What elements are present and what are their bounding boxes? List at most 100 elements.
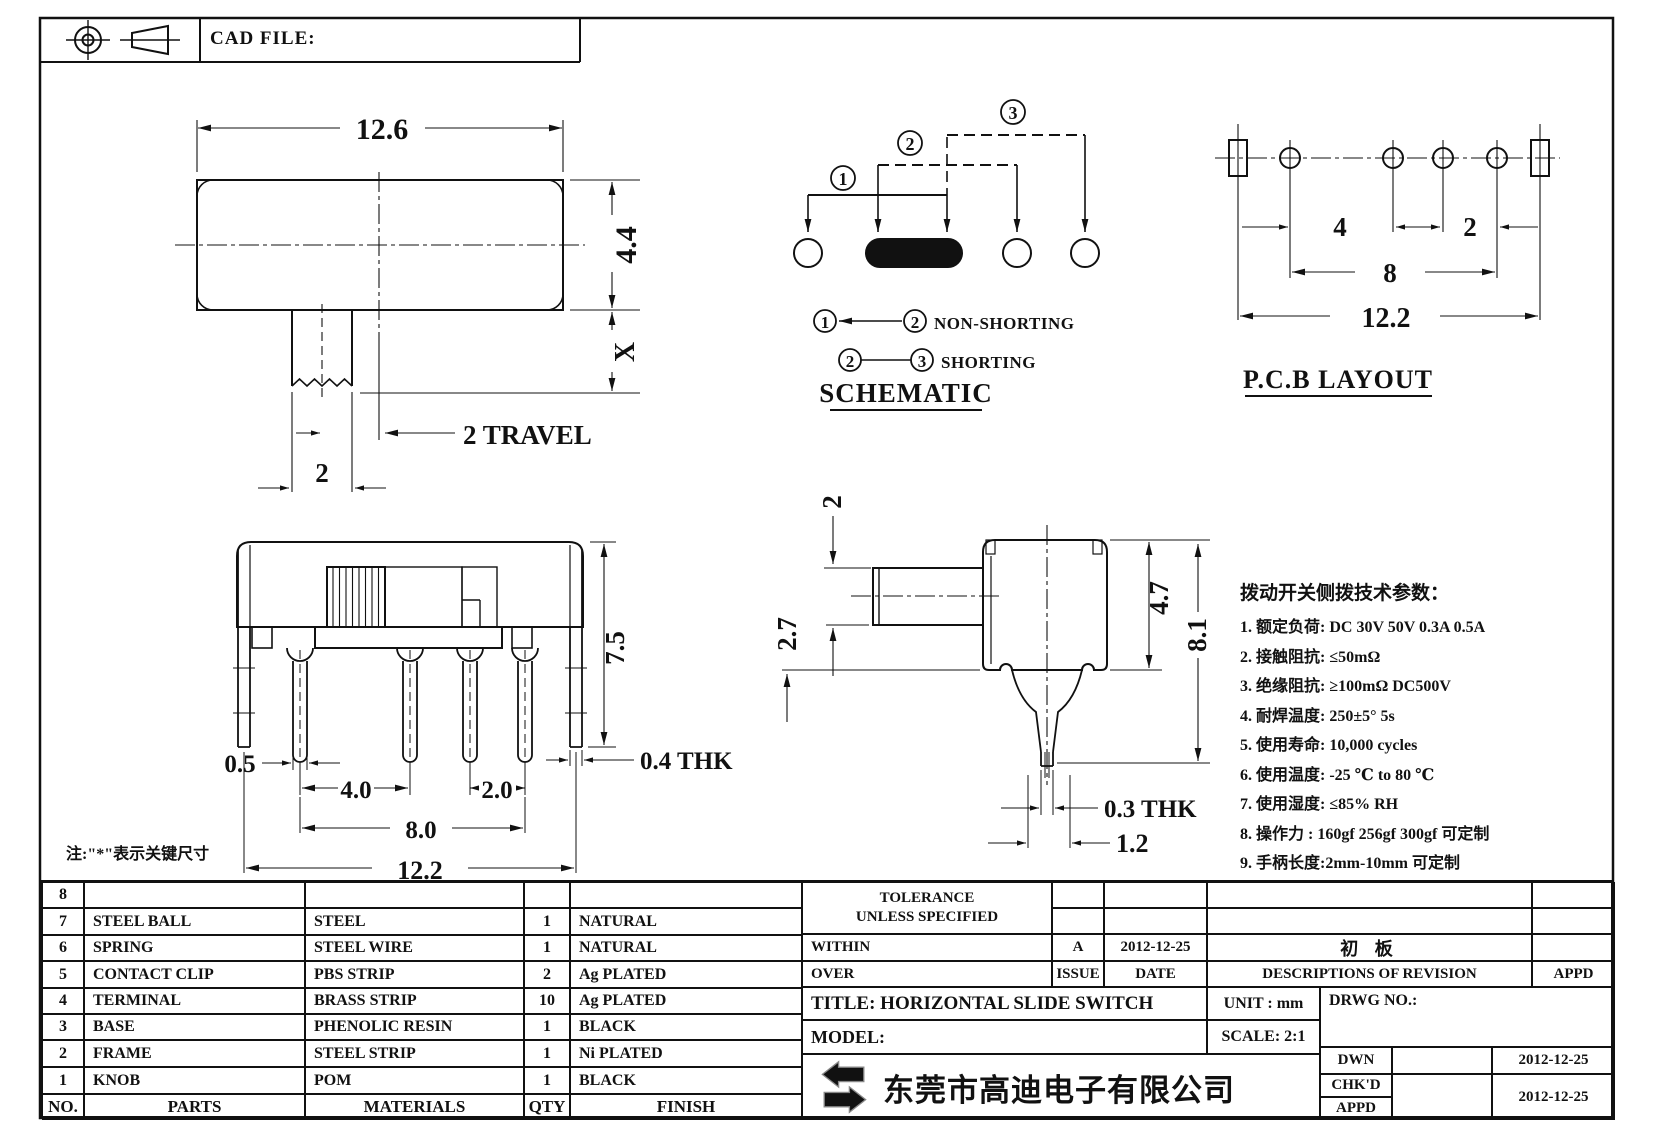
appd-col-header: APPD <box>1532 961 1615 987</box>
legend2-a: 2 <box>846 352 855 371</box>
company-name: 东莞市高迪电子有限公司 <box>883 1072 1235 1108</box>
row-qty: 10 <box>524 988 570 1014</box>
tech-spec-item: 8. 操作力 : 160gf 256gf 300gf 可定制 <box>1240 825 1490 843</box>
row-finish: NATURAL <box>570 935 802 961</box>
row-finish: NATURAL <box>570 908 802 935</box>
empty-cell <box>1052 882 1104 908</box>
row-finish: Ag PLATED <box>570 961 802 988</box>
dim-top-knob: 2 <box>315 458 329 488</box>
projection-symbol-icon <box>66 20 180 60</box>
row-material <box>305 882 524 908</box>
row-part: SPRING <box>84 935 305 961</box>
tech-spec-item: 5. 使用寿命: 10,000 cycles <box>1240 737 1418 754</box>
pcb-dim-2: 2 <box>1463 212 1477 242</box>
tolerance-line2: UNLESS SPECIFIED <box>855 909 999 925</box>
front-dim-thk: 0.4 THK <box>640 748 733 775</box>
model-cell: MODEL: <box>802 1020 1207 1054</box>
tech-spec-item: 7. 使用湿度: ≤85% RH <box>1240 796 1399 813</box>
row-no: 7 <box>42 908 84 935</box>
col-header-materials: MATERIALS <box>305 1094 524 1120</box>
balloon-3: 3 <box>1009 103 1018 123</box>
title-cell: TITLE: HORIZONTAL SLIDE SWITCH <box>802 987 1207 1020</box>
pcb-dim-total: 12.2 <box>1362 303 1411 334</box>
side-dim-thk: 0.3 THK <box>1104 796 1197 823</box>
row-material: BRASS STRIP <box>305 988 524 1014</box>
schematic-view <box>793 99 1100 411</box>
pcb-dim-8: 8 <box>1383 258 1397 288</box>
tech-spec-item: 2. 接触阻抗: ≤50mΩ <box>1240 648 1381 666</box>
drwg-no-cell: DRWG NO.: <box>1320 987 1615 1047</box>
key-dimension-note: 注:"*"表示关键尺寸 <box>66 846 210 863</box>
row-no: 8 <box>42 882 84 908</box>
over-cell: OVER <box>802 961 1052 987</box>
row-qty: 1 <box>524 935 570 961</box>
tech-spec-item: 6. 使用温度: -25 ℃ to 80 ℃ <box>1240 766 1435 784</box>
appd-signature-cell <box>1392 1074 1492 1120</box>
row-part: BASE <box>84 1014 305 1040</box>
parts-and-title-table: 8 7 STEEL BALL STEEL 1 NATURAL 6 SPRING … <box>40 880 1615 1120</box>
row-material: POM <box>305 1067 524 1094</box>
row-qty: 1 <box>524 1067 570 1094</box>
row-material: STEEL STRIP <box>305 1040 524 1067</box>
dwn-signature-cell <box>1392 1047 1492 1074</box>
front-dim-20: 2.0 <box>481 777 512 804</box>
row-no: 1 <box>42 1067 84 1094</box>
rev-date-cell: 2012-12-25 <box>1104 934 1207 961</box>
row-part: STEEL BALL <box>84 908 305 935</box>
issue-header: ISSUE <box>1052 961 1104 987</box>
row-qty <box>524 882 570 908</box>
row-material: STEEL WIRE <box>305 935 524 961</box>
front-view <box>233 541 634 873</box>
col-header-qty: QTY <box>524 1094 570 1120</box>
row-material: PBS STRIP <box>305 961 524 988</box>
empty-cell <box>1532 934 1615 961</box>
side-dim-12: 1.2 <box>1116 829 1149 858</box>
row-no: 4 <box>42 988 84 1014</box>
row-part: CONTACT CLIP <box>84 961 305 988</box>
dim-top-handle: X <box>610 342 641 362</box>
appd-date-cell: 2012-12-25 <box>1492 1074 1615 1120</box>
row-finish: BLACK <box>570 1067 802 1094</box>
pcb-title: P.C.B LAYOUT <box>1243 365 1433 394</box>
cad-file-label: CAD FILE: <box>210 28 316 49</box>
legend1-label: NON-SHORTING <box>934 314 1074 333</box>
front-dim-80: 8.0 <box>405 817 436 844</box>
row-finish: Ni PLATED <box>570 1040 802 1067</box>
row-qty: 1 <box>524 1040 570 1067</box>
rev-issue-cell: A <box>1052 934 1104 961</box>
dim-top-travel: 2 TRAVEL <box>463 420 592 450</box>
dwn-date-cell: 2012-12-25 <box>1492 1047 1615 1074</box>
front-dim-75: 7.5 <box>600 631 630 665</box>
empty-cell <box>1207 882 1532 908</box>
sheet-border <box>38 16 1615 1120</box>
row-part: FRAME <box>84 1040 305 1067</box>
company-cell: 东莞市高迪电子有限公司 <box>802 1054 1320 1120</box>
tech-spec-item: 3. 绝缘阻抗: ≥100mΩ DC500V <box>1240 678 1451 695</box>
col-header-no: NO. <box>42 1094 84 1120</box>
legend1-a: 1 <box>821 313 830 332</box>
legend2-label: SHORTING <box>941 353 1036 372</box>
pcb-dim-4: 4 <box>1333 212 1347 242</box>
dim-top-width: 12.6 <box>356 113 409 146</box>
row-finish: BLACK <box>570 1014 802 1040</box>
dim-top-height: 4.4 <box>610 226 643 264</box>
schematic-title: SCHEMATIC <box>819 378 993 408</box>
side-dim-2: 2 <box>817 495 847 509</box>
pcb-layout <box>1215 124 1560 397</box>
side-view <box>782 516 1210 848</box>
dwn-cell: DWN <box>1320 1047 1392 1074</box>
row-no: 6 <box>42 935 84 961</box>
row-part: TERMINAL <box>84 988 305 1014</box>
row-part: KNOB <box>84 1067 305 1094</box>
row-qty: 2 <box>524 961 570 988</box>
col-header-parts: PARTS <box>84 1094 305 1120</box>
col-header-finish: FINISH <box>570 1094 802 1120</box>
side-dim-27: 2.7 <box>772 617 802 651</box>
balloon-1: 1 <box>839 169 848 189</box>
row-no: 3 <box>42 1014 84 1040</box>
row-qty: 1 <box>524 1014 570 1040</box>
tech-spec-item: 9. 手柄长度:2mm-10mm 可定制 <box>1240 855 1460 872</box>
empty-cell <box>1532 908 1615 934</box>
chkd-cell: CHK'D <box>1320 1074 1392 1097</box>
